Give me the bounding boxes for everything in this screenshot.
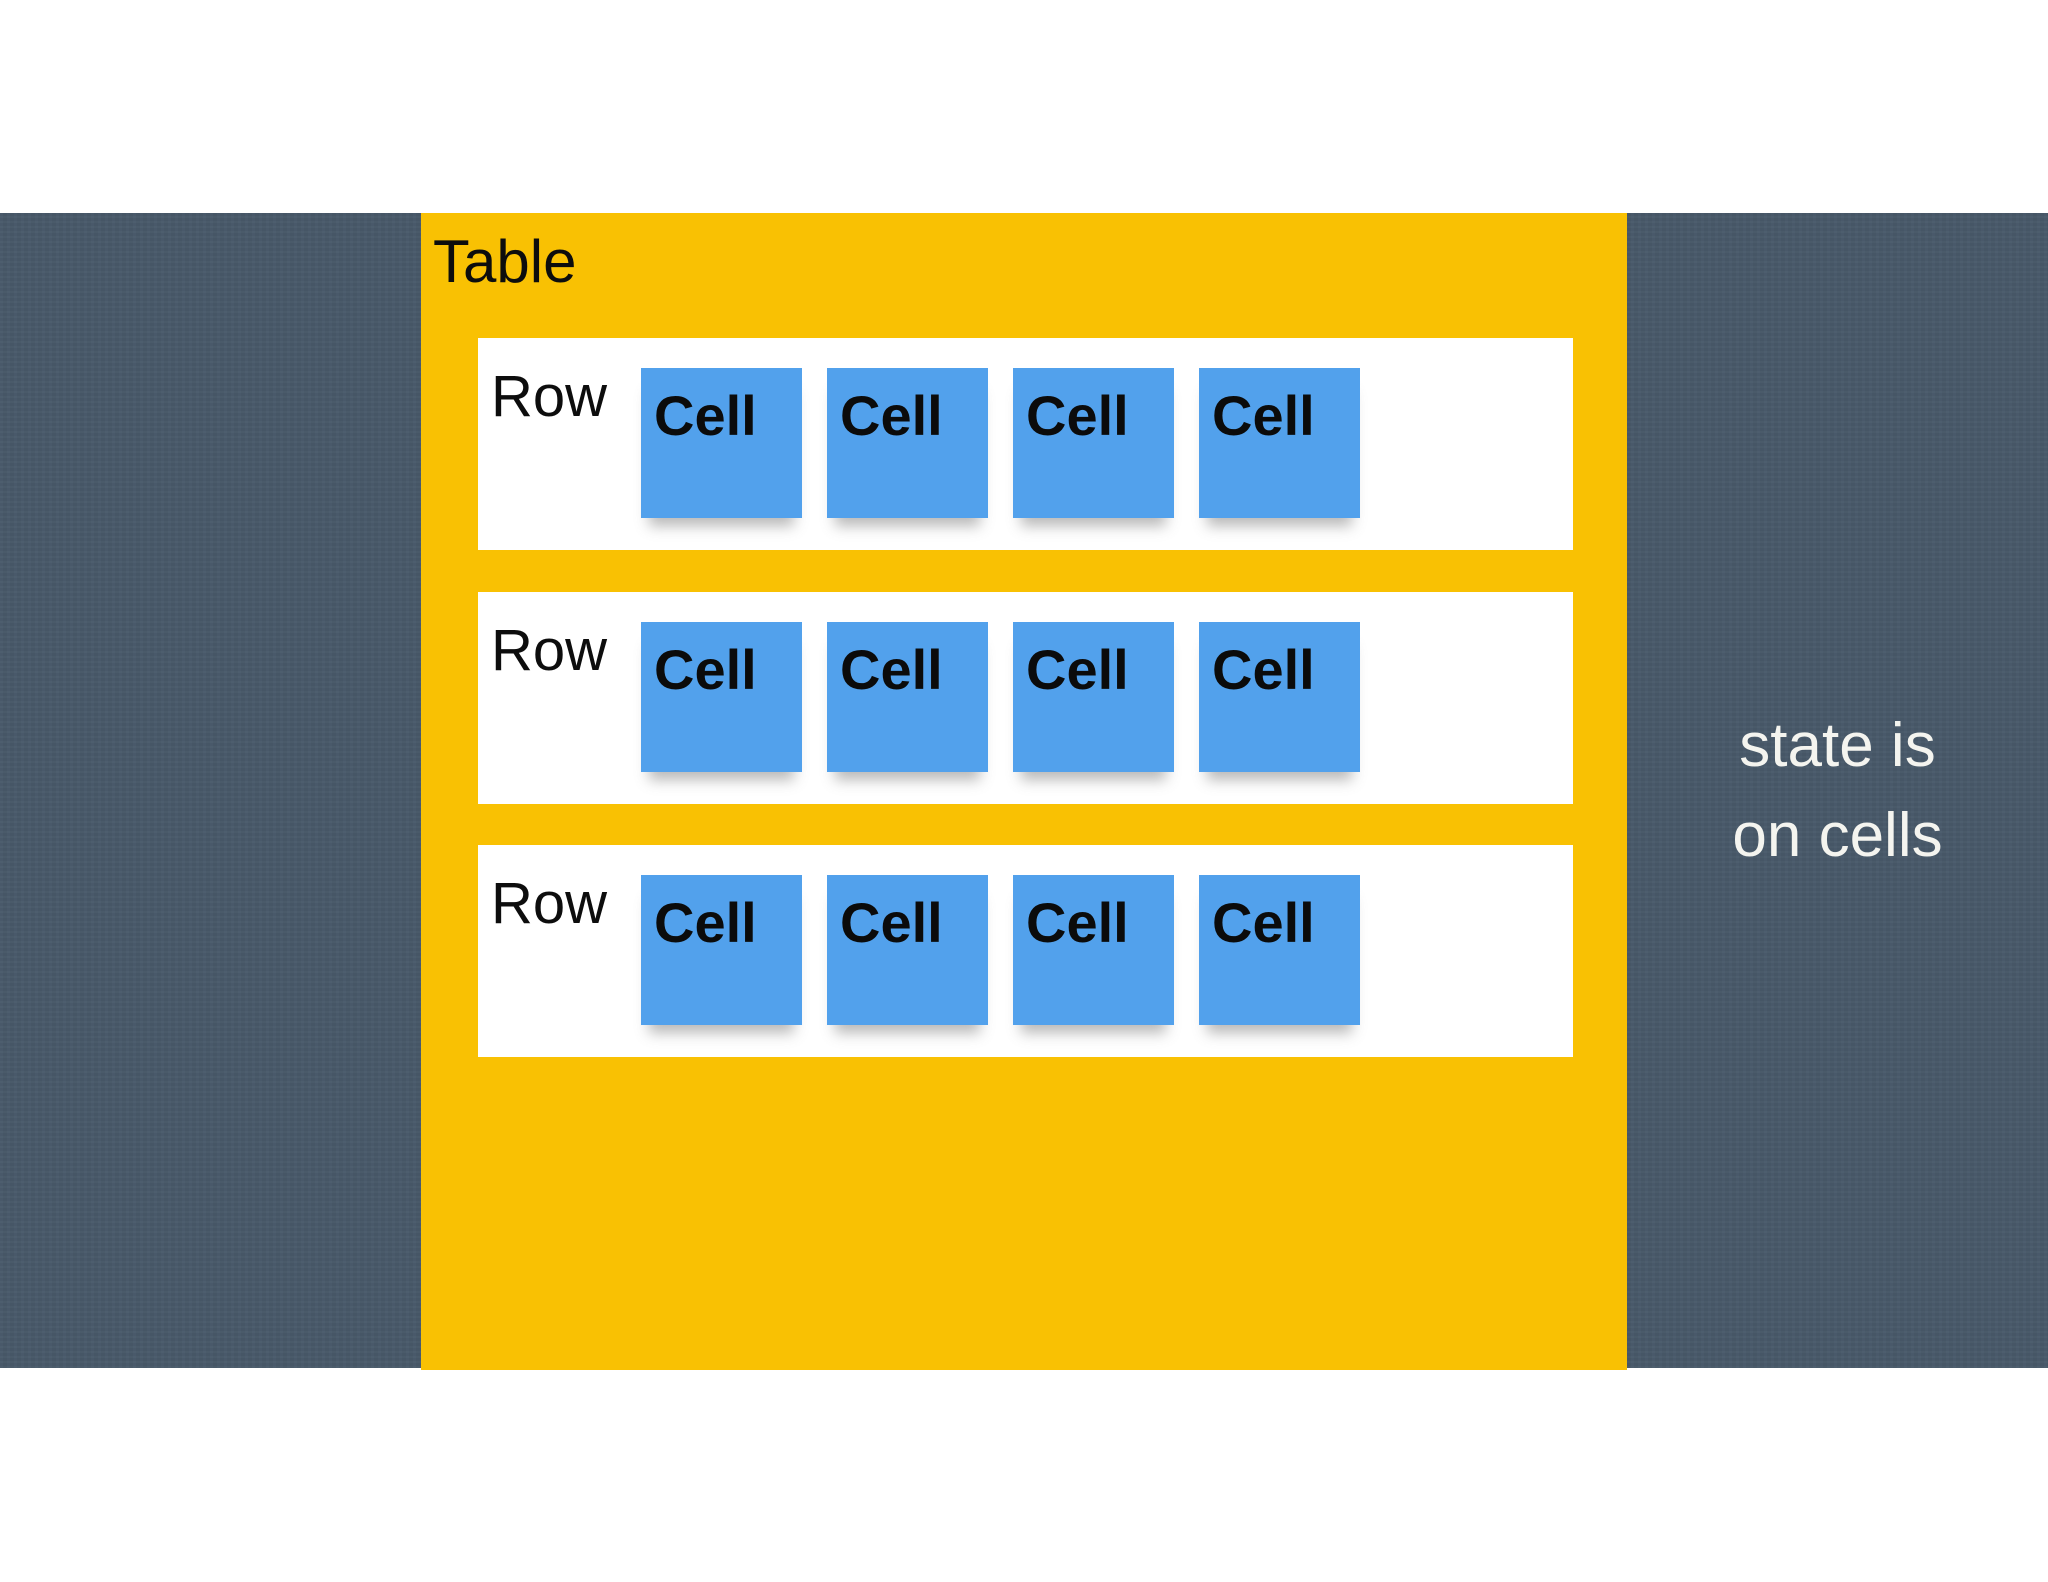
row-label: Row xyxy=(491,871,608,936)
table-cell: Cell xyxy=(1013,368,1174,518)
table-cell: Cell xyxy=(1199,622,1360,772)
table-cell: Cell xyxy=(1013,622,1174,772)
cell-label: Cell xyxy=(1212,891,1315,954)
cell-label: Cell xyxy=(840,638,943,701)
side-note-line: state is xyxy=(1739,710,1936,780)
table-panel: Table Row Cell Cell Cell Cell Row Cell C… xyxy=(421,213,1627,1370)
table-cell: Cell xyxy=(1199,875,1360,1025)
table-cell: Cell xyxy=(641,368,802,518)
side-note-line: on cells xyxy=(1732,800,1943,870)
table-title: Table xyxy=(433,228,577,295)
cell-label: Cell xyxy=(1026,891,1129,954)
cell-label: Cell xyxy=(1212,638,1315,701)
cell-label: Cell xyxy=(1026,384,1129,447)
cell-label: Cell xyxy=(654,891,757,954)
table-row: Row Cell Cell Cell Cell xyxy=(478,845,1573,1057)
table-cell: Cell xyxy=(827,368,988,518)
cell-label: Cell xyxy=(1212,384,1315,447)
side-note: state is on cells xyxy=(1627,213,2048,1368)
cell-label: Cell xyxy=(654,638,757,701)
table-cell: Cell xyxy=(827,875,988,1025)
table-row: Row Cell Cell Cell Cell xyxy=(478,592,1573,804)
cell-label: Cell xyxy=(840,891,943,954)
table-cell: Cell xyxy=(641,622,802,772)
cell-label: Cell xyxy=(840,384,943,447)
cell-label: Cell xyxy=(654,384,757,447)
table-cell: Cell xyxy=(827,622,988,772)
table-row: Row Cell Cell Cell Cell xyxy=(478,338,1573,550)
table-cell: Cell xyxy=(641,875,802,1025)
row-label: Row xyxy=(491,364,608,429)
table-cell: Cell xyxy=(1013,875,1174,1025)
row-label: Row xyxy=(491,618,608,683)
cell-label: Cell xyxy=(1026,638,1129,701)
table-cell: Cell xyxy=(1199,368,1360,518)
